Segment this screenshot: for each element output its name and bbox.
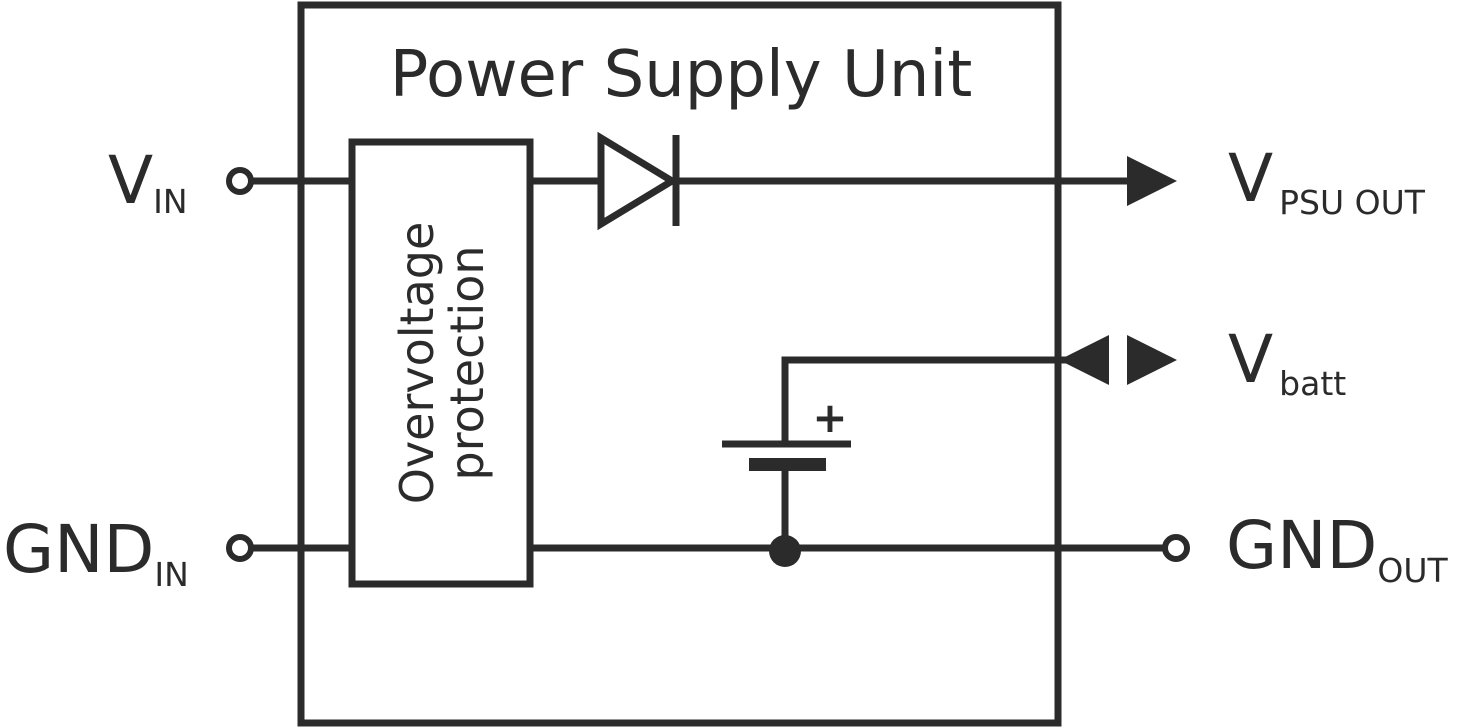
- battery-to-vbatt-wire: [781, 356, 1100, 444]
- vpsu-out-label-sub: PSU OUT: [1279, 183, 1426, 222]
- gnd-in-label-sub: IN: [154, 555, 188, 594]
- vbatt-label-sub: batt: [1279, 364, 1346, 403]
- diode-icon: [597, 131, 679, 231]
- vin-label-sub: IN: [153, 182, 187, 221]
- overvoltage-protection-block: [348, 138, 534, 588]
- gnd-out-label: GNDOUT: [1226, 507, 1448, 590]
- protection-label-line2: protection: [440, 246, 494, 481]
- vbatt-bidirectional-arrow-right: [1127, 335, 1177, 385]
- psu-title: Power Supply Unit: [390, 38, 973, 112]
- battery-negative-plate: [749, 458, 826, 471]
- psu-enclosure: [297, 1, 1062, 727]
- vbatt-bidirectional-arrow-icon: [1059, 335, 1109, 385]
- vin-label: VIN: [108, 142, 188, 221]
- gnd-out-terminal: [1162, 534, 1190, 562]
- battery-plus-label: +: [812, 393, 847, 442]
- vin-label-main: V: [108, 142, 153, 219]
- gnd-in-label-main: GND: [3, 511, 154, 588]
- gnd-in-label: GNDIN: [3, 511, 189, 594]
- vpsu-out-label-main: V: [1228, 140, 1273, 217]
- gnd-out-label-sub: OUT: [1377, 551, 1448, 590]
- gnd-in-terminal: [226, 534, 254, 562]
- vin-terminal: [226, 167, 254, 195]
- gnd-out-label-main: GND: [1226, 507, 1377, 584]
- protection-label-line1: Overvoltage: [390, 222, 444, 505]
- vpsu-out-arrow-icon: [1127, 156, 1177, 206]
- vbatt-label-main: V: [1228, 321, 1273, 398]
